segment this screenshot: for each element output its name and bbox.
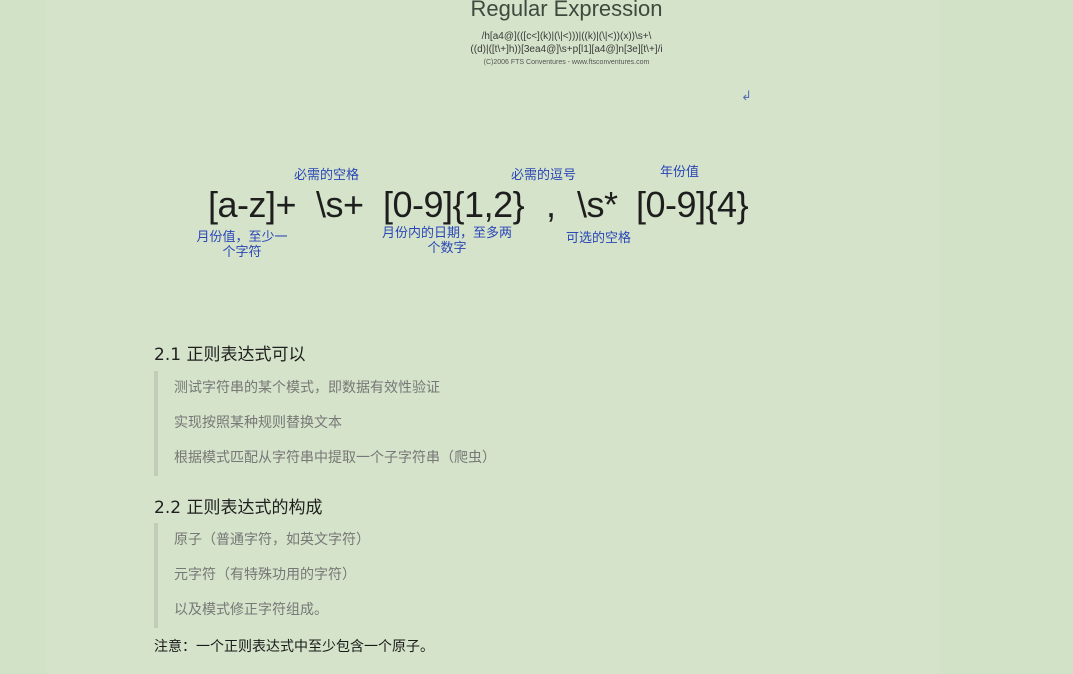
annotation-required-comma: 必需的逗号 bbox=[511, 168, 577, 183]
blockquote-composition: 原子（普通字符，如英文字符） 元字符（有特殊功用的字符） 以及模式修正字符组成。 bbox=[154, 523, 874, 628]
list-item: 以及模式修正字符组成。 bbox=[174, 602, 328, 618]
regex-diagram-image: 必需的空格 必需的逗号 年份值 [a-z]+ \s+ [0-9]{1,2} , … bbox=[0, 0, 1073, 300]
figure-regex-line-2: ((d)|([t\+]h))[3ea4@]\s+p[l1][a4@]n[3e][… bbox=[470, 44, 663, 55]
regex-token-year: [0-9]{4} bbox=[636, 184, 749, 225]
blockquote-capabilities: 测试字符串的某个模式，即数据有效性验证 实现按照某种规则替换文本 根据模式匹配从… bbox=[154, 371, 874, 476]
regex-token-space: \s+ bbox=[316, 184, 364, 225]
annotation-optional-space: 可选的空格 bbox=[566, 231, 632, 246]
annotation-month-value-line-1: 月份值，至少一 bbox=[196, 230, 288, 245]
figure-credit: (C)2006 FTS Conventures - www.ftsconvent… bbox=[483, 59, 650, 66]
figure-regex-line-1: /h[a4@](([c<](k)|(\|<)))|((k)|(\|<))(x))… bbox=[481, 31, 652, 42]
annotation-required-space: 必需的空格 bbox=[294, 168, 360, 183]
list-item: 实现按照某种规则替换文本 bbox=[174, 415, 342, 431]
note-text: 注意：一个正则表达式中至少包含一个原子。 bbox=[154, 639, 434, 655]
regex-token-day: [0-9]{1,2} bbox=[383, 184, 525, 225]
regex-token-month: [a-z]+ bbox=[208, 184, 297, 225]
list-item: 根据模式匹配从字符串中提取一个子字符串（爬虫） bbox=[174, 450, 496, 466]
annotation-day-value-line-2: 个数字 bbox=[427, 241, 467, 256]
annotation-day-value-line-1: 月份内的日期，至多两 bbox=[381, 226, 512, 241]
annotation-year-value: 年份值 bbox=[660, 165, 700, 180]
regex-logo-image: Regular Expression /h[a4@](([c<](k)|(\|<… bbox=[0, 0, 1073, 120]
figure-title: Regular Expression bbox=[470, 0, 663, 21]
return-mark-icon: ↲ bbox=[741, 89, 752, 104]
annotation-day-value: 月份内的日期，至多两 个数字 bbox=[376, 226, 518, 256]
regex-token-optional-space: \s* bbox=[577, 184, 618, 225]
document-sheet bbox=[46, 0, 940, 674]
annotation-month-value: 月份值，至少一 个字符 bbox=[192, 230, 292, 260]
section-heading-2-1: 2.1 正则表达式可以 bbox=[154, 345, 306, 365]
list-item: 测试字符串的某个模式，即数据有效性验证 bbox=[174, 380, 440, 396]
list-item: 原子（普通字符，如英文字符） bbox=[174, 532, 370, 548]
section-heading-2-2: 2.2 正则表达式的构成 bbox=[154, 498, 323, 518]
regex-token-comma: , bbox=[546, 184, 556, 225]
annotation-month-value-line-2: 个字符 bbox=[222, 245, 262, 260]
list-item: 元字符（有特殊功用的字符） bbox=[174, 567, 356, 583]
